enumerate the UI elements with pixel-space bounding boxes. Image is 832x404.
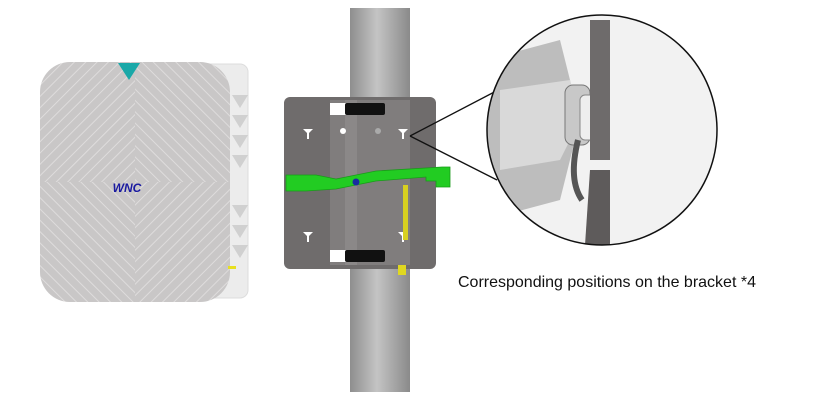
locking-lever	[285, 166, 451, 192]
indicator-icon	[118, 63, 140, 80]
device-logo: WNC	[113, 181, 142, 195]
callout-line	[409, 87, 503, 137]
access-point-device: WNC	[40, 62, 249, 302]
callout-line	[409, 135, 498, 181]
detail-caption: Corresponding positions on the bracket *…	[458, 274, 756, 291]
detail-magnifier	[486, 14, 718, 246]
